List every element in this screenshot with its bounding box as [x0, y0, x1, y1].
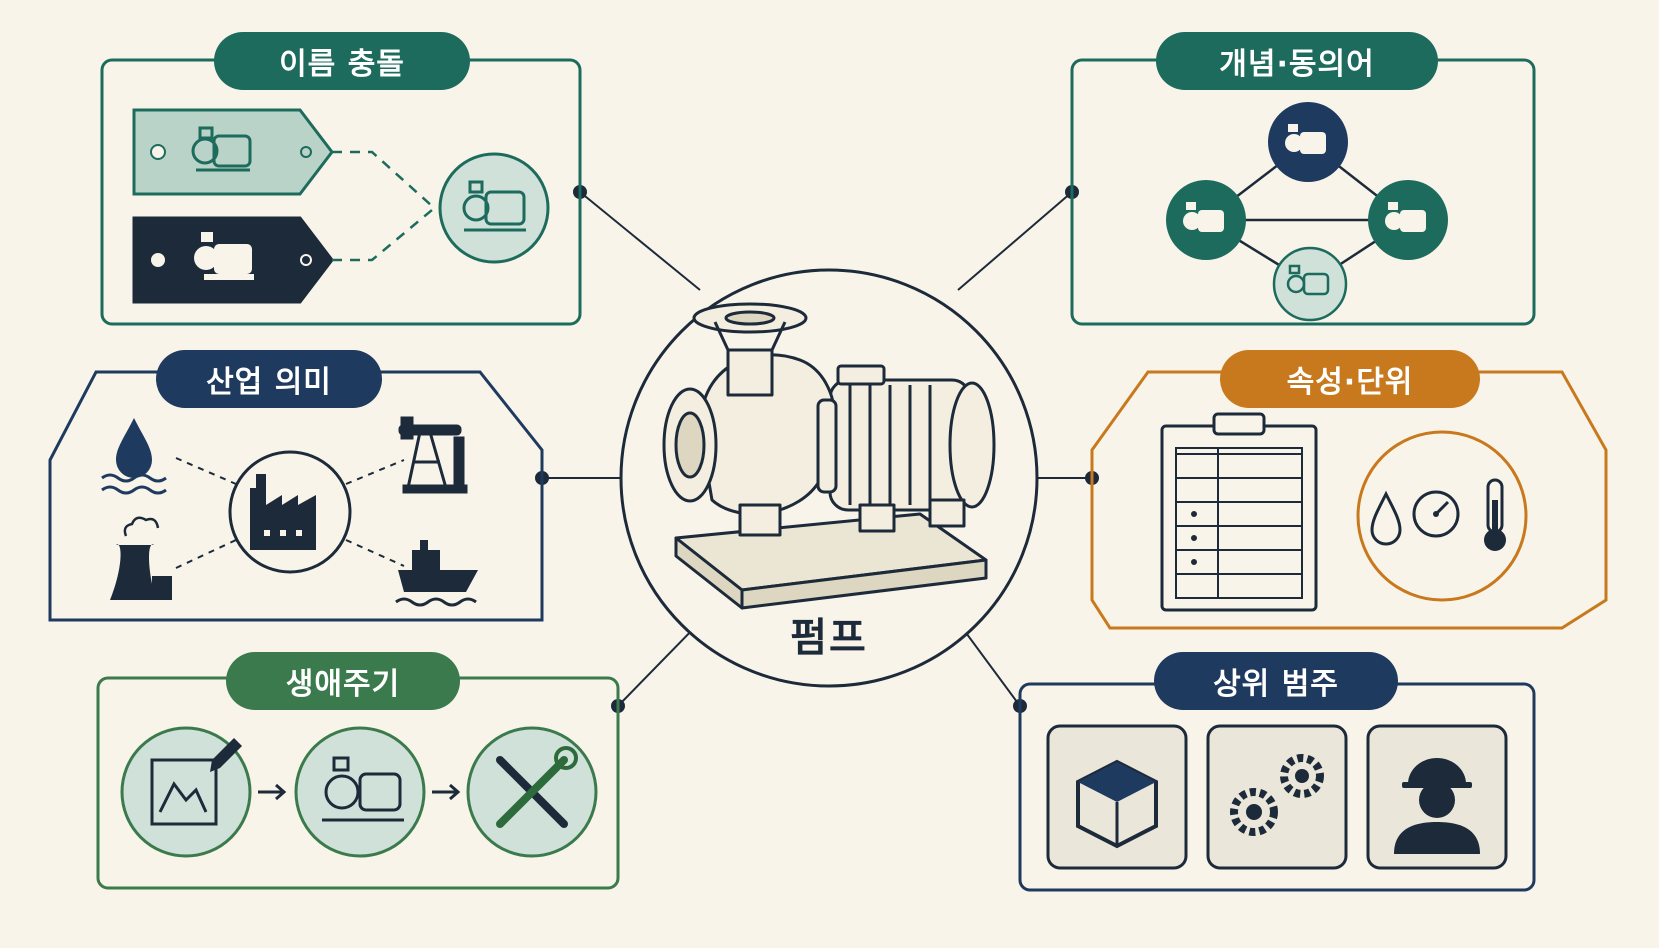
tools-icon — [466, 726, 598, 858]
pump-icon — [294, 726, 426, 858]
panel-parent-category — [1018, 682, 1536, 892]
pump-icon — [1368, 180, 1448, 260]
panel-title-concept-synonym: 개념·동의어 — [1156, 32, 1438, 90]
panel-title-lifecycle: 생애주기 — [226, 652, 460, 710]
panel-industry-meaning — [48, 370, 544, 622]
pump-icon — [1268, 102, 1348, 182]
panel-concept-synonym — [1070, 58, 1536, 326]
factory-icon — [228, 450, 352, 574]
tag-pump-icon — [132, 108, 334, 196]
pump-icon — [1166, 180, 1246, 260]
panel-name-conflict — [100, 58, 582, 326]
ship-icon — [395, 540, 478, 607]
blueprint-icon — [120, 726, 252, 858]
gauge-icon — [1412, 490, 1460, 538]
panel-frame — [1090, 370, 1608, 630]
panel-frame — [48, 370, 544, 622]
panel-title-parent-category: 상위 범주 — [1154, 652, 1398, 710]
dashed-connector — [332, 209, 433, 262]
panel-attribute-unit — [1090, 370, 1608, 630]
connector-lifecycle — [617, 621, 701, 707]
drop-icon — [1370, 490, 1402, 546]
panel-title-attribute-unit: 속성·단위 — [1220, 350, 1480, 408]
center-title: 펌프 — [790, 615, 868, 661]
oil-derrick-icon — [398, 416, 468, 494]
clipboard-icon — [1160, 412, 1318, 612]
measurement-circle — [1356, 430, 1528, 602]
gears-icon — [1206, 724, 1348, 870]
power-plant-icon — [110, 516, 172, 600]
panel-title-industry-meaning: 산업 의미 — [156, 350, 382, 408]
thermometer-icon — [1484, 478, 1506, 551]
dashed-connector — [332, 150, 433, 207]
connector-concept — [957, 191, 1073, 291]
pump-icon — [1272, 246, 1348, 322]
water-drop-icon — [101, 418, 167, 495]
panel-title-name-conflict: 이름 충돌 — [214, 32, 470, 90]
panel-lifecycle — [96, 676, 620, 890]
arrow-icon — [432, 783, 461, 801]
pump-illustration-icon — [662, 302, 996, 610]
pump-icon — [438, 152, 550, 264]
arrow-icon — [258, 783, 287, 801]
connector-parent — [957, 621, 1021, 707]
tag-pump-icon — [132, 216, 334, 304]
center-node — [619, 268, 1039, 688]
worker-icon — [1366, 724, 1508, 870]
connector-name-conflict — [579, 191, 701, 291]
box-icon — [1046, 724, 1188, 870]
